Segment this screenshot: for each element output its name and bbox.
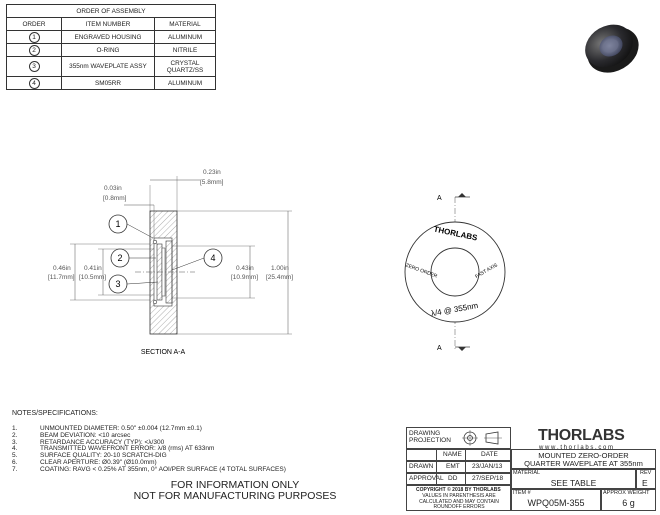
dim-d1: 0.46in [53, 265, 71, 272]
item-number-value: WPQ05M-355 [527, 498, 585, 508]
item-cell: O-RING [61, 43, 155, 57]
section-label: SECTION A-A [141, 349, 186, 356]
drawn-label: DRAWN [409, 463, 434, 470]
dim-d1-mm: [11.7mm] [48, 274, 75, 281]
list-item: 7.COATING: RAVG < 0.25% AT 355nm, 0° AOI… [12, 465, 286, 473]
date-header: DATE [481, 451, 498, 458]
weight-value: 6 g [622, 498, 635, 508]
section-marker-bottom: A [437, 345, 442, 352]
callout-1: 1 [115, 219, 120, 229]
list-item: 4.TRANSMITTED WAVEFRONT ERROR: λ/8 (rms)… [12, 445, 215, 453]
drawing-projection-label: DRAWING PROJECTION [409, 430, 451, 444]
product-render-image [585, 24, 639, 73]
projection-symbol-icon [462, 430, 502, 446]
rev-value: E [642, 478, 648, 488]
values-note: VALUES IN PARENTHESIS ARE CALCULATED AND… [419, 493, 499, 510]
assembly-table: ORDER OF ASSEMBLY ORDER ITEM NUMBER MATE… [6, 4, 216, 90]
order-badge: 2 [28, 44, 40, 56]
dim-d2: 0.41in [84, 265, 102, 272]
list-item: 2.BEAM DEVIATION: <10 arcsec [12, 431, 131, 439]
order-badge: 4 [28, 77, 40, 89]
material-cell: NITRILE [154, 43, 216, 57]
rev-label: REV [640, 470, 652, 476]
header-item: ITEM NUMBER [61, 17, 155, 31]
dim-top-width: 0.23in [203, 169, 221, 176]
dim-d4: 1.00in [271, 265, 289, 272]
list-item: 6.CLEAR APERTURE: Ø0.39" (Ø10.0mm) [12, 458, 157, 466]
list-item: 3.RETARDANCE ACCURACY (TYP): <λ/300 [12, 438, 165, 446]
dim-gap: 0.03in [104, 185, 122, 192]
dim-d3: 0.43in [236, 265, 254, 272]
item-cell: 355nm WAVEPLATE ASSY [61, 56, 155, 77]
section-marker-top: A [437, 195, 442, 202]
dim-d2-mm: [10.5mm] [79, 274, 106, 281]
header-order: ORDER [6, 17, 62, 31]
dim-d4-mm: [25.4mm] [266, 274, 293, 281]
table-row: 3 355nm WAVEPLATE ASSY CRYSTAL QUARTZ/SS [6, 56, 216, 77]
drawn-name: EMT [446, 463, 460, 470]
name-header: NAME [443, 451, 462, 458]
dim-gap-mm: [0.8mm] [103, 195, 127, 202]
table-row: 4 SM05RR ALUMINUM [6, 76, 216, 90]
material-cell: ALUMINUM [154, 76, 216, 90]
drawn-date: 23/JAN/13 [472, 463, 503, 470]
information-disclaimer: FOR INFORMATION ONLY NOT FOR MANUFACTURI… [133, 479, 337, 502]
approval-date: 27/SEP/18 [472, 475, 504, 482]
callout-3: 3 [115, 279, 120, 289]
item-cell: ENGRAVED HOUSING [61, 30, 155, 44]
order-badge: 1 [28, 31, 40, 43]
order-badge: 3 [28, 61, 40, 72]
description-line1: MOUNTED ZERO-ORDER [538, 451, 629, 460]
dim-top-width-mm: [5.8mm] [200, 179, 224, 186]
front-view-drawing: A A THORLABS ZERO ORDER FAST AXIS λ/4 @ … [404, 193, 506, 352]
notes-title: NOTES/SPECIFICATIONS: [12, 410, 98, 417]
material-value: SEE TABLE [550, 478, 597, 488]
description-line2: QUARTER WAVEPLATE AT 355nm [524, 459, 643, 468]
notes-list: 1.UNMOUNTED DIAMETER: 0.50" ±0.004 (12.7… [12, 425, 286, 474]
list-item: 5.SURFACE QUALITY: 20-10 SCRATCH-DIG [12, 452, 167, 460]
material-cell: CRYSTAL QUARTZ/SS [154, 56, 216, 77]
list-item: 1.UNMOUNTED DIAMETER: 0.50" ±0.004 (12.7… [12, 425, 202, 432]
weight-label: APPROX WEIGHT [603, 490, 650, 496]
item-number-label: ITEM # [513, 490, 531, 496]
dim-d3-mm: [10.9mm] [231, 274, 258, 281]
item-cell: SM05RR [61, 76, 155, 90]
section-view-drawing: 0.23in [5.8mm] 0.03in [0.8mm] 0.46in [11… [48, 169, 293, 356]
thorlabs-url: w w w . t h o r l a b s . c o m [539, 445, 614, 451]
thorlabs-logo: THORLABS [538, 427, 625, 444]
title-block: DRAWING PROJECTION THORLABS w w w . t h … [406, 427, 656, 511]
callout-4: 4 [210, 253, 215, 263]
header-material: MATERIAL [154, 17, 216, 31]
assembly-title: ORDER OF ASSEMBLY [6, 4, 216, 18]
copyright: COPYRIGHT © 2018 BY THORLABS [416, 487, 501, 493]
table-row: 1 ENGRAVED HOUSING ALUMINUM [6, 30, 216, 44]
material-label: MATERIAL [513, 470, 541, 476]
callout-2: 2 [117, 253, 122, 263]
table-row: 2 O-RING NITRILE [6, 43, 216, 57]
material-cell: ALUMINUM [154, 30, 216, 44]
approval-label: APPROVAL [409, 475, 444, 482]
approval-name: DD [448, 475, 458, 482]
